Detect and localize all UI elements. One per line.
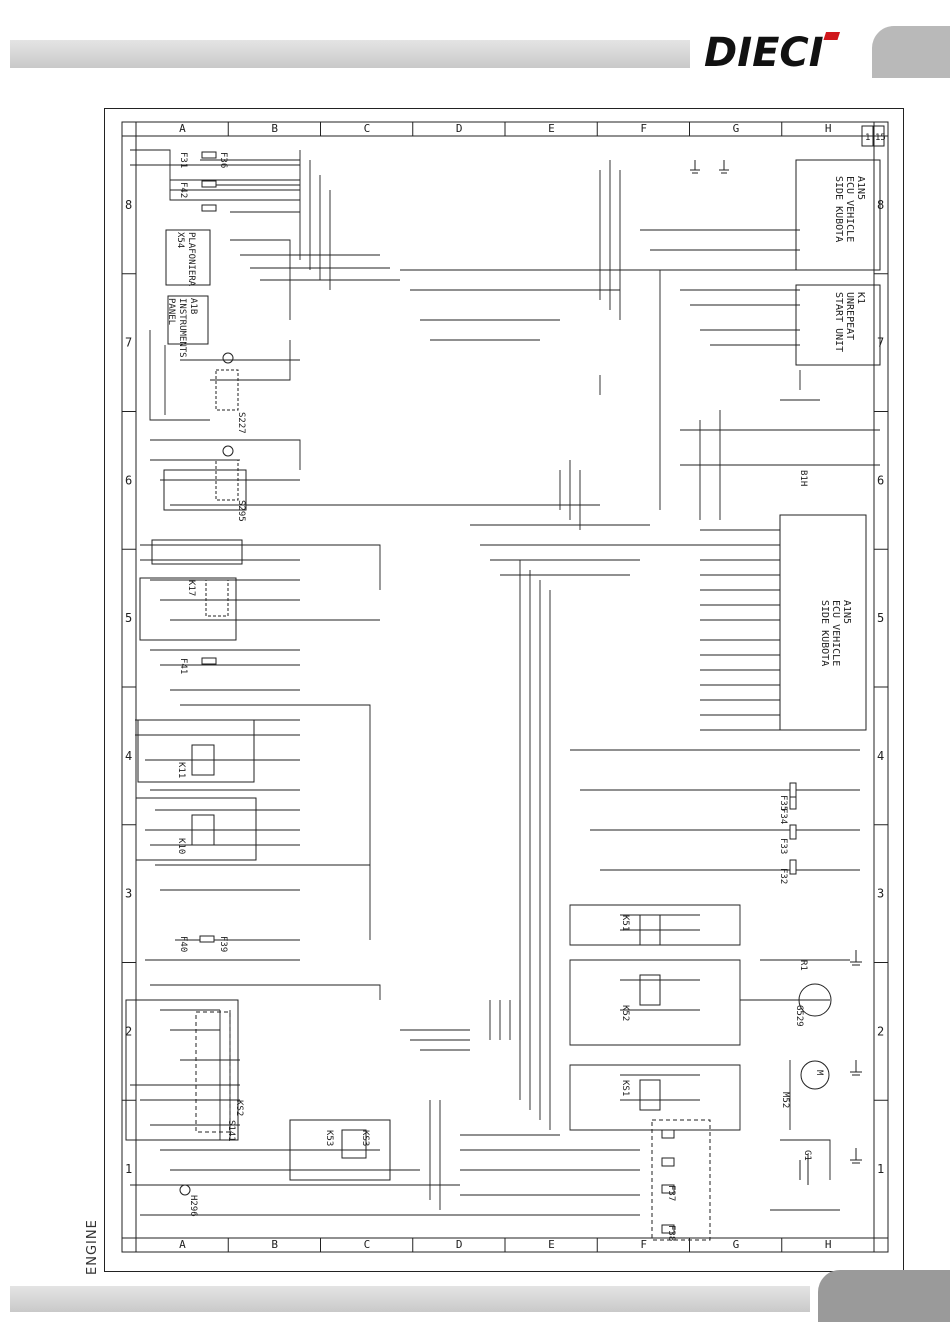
grid-column-letter: E (548, 122, 555, 135)
grid-row-number: 5 (125, 611, 132, 625)
ecu-vehicle-mid (779, 514, 867, 731)
header-tab (872, 26, 950, 78)
relay-label: KS2 (234, 1100, 244, 1117)
grid-row-number: 6 (125, 473, 132, 487)
relay-label: K10 (176, 838, 186, 855)
fuse-label: F37 (666, 1185, 676, 1202)
sheet-number: 15 (875, 133, 886, 143)
grid-column-letter: H (825, 1238, 832, 1251)
section-title: ENGINE (85, 1219, 100, 1275)
grid-row-number: 1 (125, 1162, 132, 1176)
ecu-vehicle-top (795, 159, 881, 271)
fuse-label: F33 (778, 838, 788, 855)
grid-column-letter: G (733, 122, 740, 135)
switch-label: S295 (236, 500, 246, 522)
switch-label: S141 (226, 1120, 236, 1142)
component-label: H296 (188, 1195, 198, 1217)
component-label: M (814, 1070, 824, 1076)
fuse-label: F36 (218, 152, 228, 169)
wiring-lines (130, 149, 880, 1216)
plafoniera-label: PLAFONIERA X54 (175, 232, 196, 287)
grid-column-letter: B (271, 122, 278, 135)
grid-row-number: 7 (877, 336, 884, 350)
grid-row-number: 6 (877, 473, 884, 487)
plafoniera-box (165, 229, 211, 286)
grid-column-letter: C (364, 122, 371, 135)
grid-column-letter: G (733, 1238, 740, 1251)
footer-tab (818, 1270, 950, 1322)
grid-column-letter: C (364, 1238, 371, 1251)
relay-label: KS1 (620, 1080, 630, 1097)
grid-row-number: 5 (877, 611, 884, 625)
component-label: M52 (780, 1092, 790, 1109)
switch-label: S227 (236, 412, 246, 434)
grid-column-letter: F (640, 1238, 647, 1251)
footer-bar (10, 1286, 810, 1312)
grid-column-letter: A (179, 1238, 186, 1251)
sheet-index: 1 (865, 133, 870, 143)
grid-row-number: 2 (877, 1024, 884, 1038)
component-label: R1 (798, 960, 808, 971)
grid-column-letter: F (640, 122, 647, 135)
grid-column-letter: E (548, 1238, 555, 1251)
grid-row-number: 4 (125, 749, 132, 763)
instruments-label: A1B INSTRUMENTS PANEL (166, 298, 198, 358)
grid-row-number: 4 (877, 749, 884, 763)
grid-row-number: 2 (125, 1024, 132, 1038)
grid-column-letter: B (271, 1238, 278, 1251)
relay-label: KS3 (360, 1130, 370, 1147)
fuse-label: F31 (178, 152, 188, 169)
grid-row-number: 1 (877, 1162, 884, 1176)
ecu-mid-label: A1N5 ECU VEHICLE SIDE KUBOTA (819, 600, 852, 667)
fuse-label: F40 (178, 936, 188, 953)
ecu-top-label: A1N5 ECU VEHICLE SIDE KUBOTA (833, 176, 866, 243)
fuse-label: F38 (666, 1225, 676, 1242)
fuse-label: F39 (218, 936, 228, 953)
grid-column-letter: D (456, 1238, 463, 1251)
relay-label: K11 (176, 762, 186, 779)
fuse-label: F32 (778, 868, 788, 885)
start-unit (795, 284, 881, 366)
instruments-box (167, 295, 209, 345)
component-label: G529 (794, 1005, 804, 1027)
component-label: B1H (798, 470, 808, 487)
grid-row-number: 3 (125, 887, 132, 901)
fuse-label: F41 (178, 658, 188, 675)
dieci-logo: DIECI (704, 30, 841, 76)
start-unit-label: K1 UNREPEAT START UNIT (833, 292, 866, 353)
grid-row-number: 7 (125, 336, 132, 350)
grid-row-number: 8 (877, 198, 884, 212)
logo-text: DIECI (704, 30, 824, 76)
component-label: G1 (802, 1150, 812, 1161)
relay-label: K52 (620, 1005, 630, 1022)
relay-label: K53 (324, 1130, 334, 1147)
relay-label: K17 (186, 580, 196, 597)
fuse-label: F35 (778, 795, 788, 812)
grid-column-letter: H (825, 122, 832, 135)
relay-label: K51 (620, 915, 630, 932)
header-bar (10, 40, 690, 68)
grid-row-number: 8 (125, 198, 132, 212)
fuse-label: F42 (178, 182, 188, 199)
grid-column-letter: A (179, 122, 186, 135)
grid-column-letter: D (456, 122, 463, 135)
grid-row-number: 3 (877, 887, 884, 901)
schematic-frame (104, 108, 904, 1272)
